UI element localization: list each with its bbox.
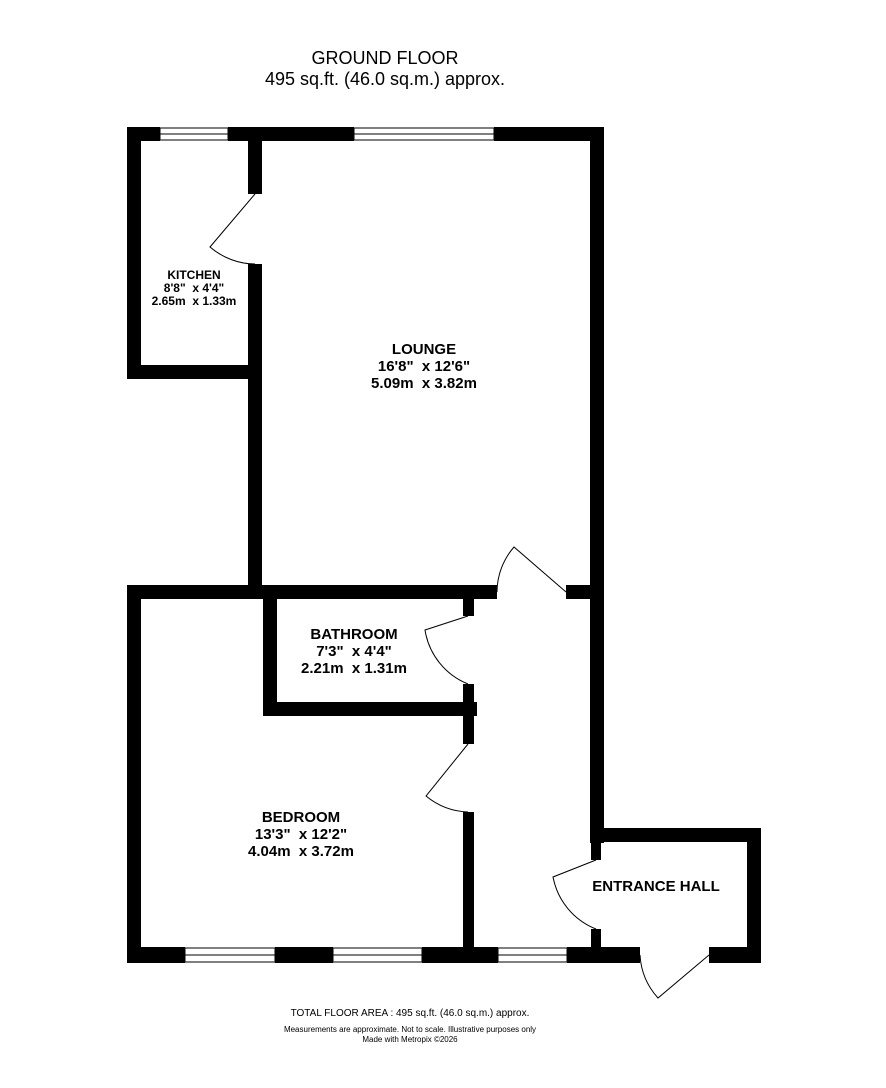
wall (463, 684, 474, 744)
windows (159, 127, 568, 963)
wall (263, 702, 477, 716)
hall-inner-door (552, 859, 597, 930)
lounge-name: LOUNGE (392, 341, 456, 358)
wall (590, 127, 604, 843)
footer-total-area: TOTAL FLOOR AREA : 495 sq.ft. (46.0 sq.m… (290, 1008, 530, 1019)
wall (747, 828, 761, 963)
footer-made-with: Made with Metropix ©2026 (362, 1035, 458, 1044)
bathroom-imperial: 7'3" x 4'4" (316, 643, 392, 660)
wall (127, 947, 185, 963)
doors (209, 193, 710, 999)
walls (127, 127, 761, 963)
front-door (639, 954, 710, 999)
wall (275, 947, 333, 963)
bathroom-door (424, 615, 469, 685)
wall (263, 599, 277, 715)
wall (127, 585, 141, 963)
wall (127, 365, 262, 379)
bathroom-name: BATHROOM (310, 626, 397, 643)
wall (463, 812, 474, 950)
kitchen-name: KITCHEN (167, 268, 220, 282)
wall (248, 585, 497, 599)
bedroom-imperial: 13'3" x 12'2" (255, 826, 347, 843)
bathroom-metric: 2.21m x 1.31m (301, 660, 407, 677)
floor-area: 495 sq.ft. (46.0 sq.m.) approx. (264, 69, 506, 89)
wall (127, 585, 262, 599)
kitchen-door (209, 193, 256, 265)
wall (248, 264, 262, 599)
wall (591, 842, 601, 860)
wall (494, 127, 604, 141)
wall (228, 127, 354, 141)
wall (422, 947, 498, 963)
footer-measurements-note: Measurements are approximate. Not to sca… (283, 1025, 537, 1034)
floor-title: GROUND FLOOR (311, 48, 459, 68)
lounge-door (496, 546, 567, 593)
bedroom-name: BEDROOM (262, 809, 340, 826)
wall (127, 127, 141, 379)
kitchen-imperial: 8'8" x 4'4" (164, 281, 224, 295)
entrance-hall-name: ENTRANCE HALL (592, 878, 720, 895)
wall (590, 828, 761, 842)
bedroom-metric: 4.04m x 3.72m (248, 843, 354, 860)
wall (248, 141, 262, 194)
kitchen-metric: 2.65m x 1.33m (152, 294, 237, 308)
lounge-metric: 5.09m x 3.82m (371, 375, 477, 392)
wall (566, 585, 604, 599)
wall (591, 929, 601, 949)
bedroom-door (425, 743, 469, 813)
lounge-imperial: 16'8" x 12'6" (378, 358, 470, 375)
wall (567, 947, 640, 963)
room-labels: KITCHEN 8'8" x 4'4" 2.65m x 1.33m LOUNGE… (152, 268, 720, 895)
wall (463, 599, 474, 616)
